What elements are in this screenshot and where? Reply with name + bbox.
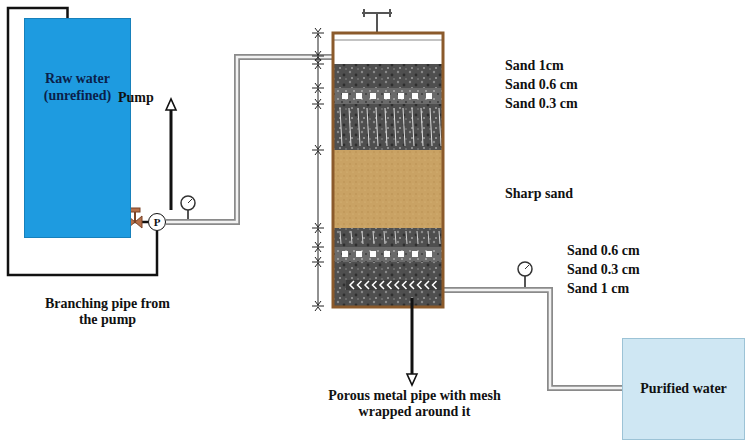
layer-label: Sand 1cm xyxy=(505,58,564,74)
raw-water-tank: Raw water (unrefined) xyxy=(24,18,131,238)
gauge-stem xyxy=(524,276,526,287)
medium-sand-layer xyxy=(334,88,442,104)
layer-label: Sand 0.6 cm xyxy=(505,77,578,93)
layer-label: Sand 0.6 cm xyxy=(567,243,640,259)
part-label: Pump xyxy=(118,90,154,106)
branching-pipe xyxy=(8,8,157,275)
fine-sand-layer xyxy=(334,247,442,262)
layer-label: Sharp sand xyxy=(505,186,573,202)
tank-label: Raw water (unrefined) xyxy=(38,71,118,105)
sharp-sand-layer xyxy=(334,150,442,228)
pump-symbol: P xyxy=(154,217,161,228)
gauge-needle xyxy=(188,199,192,203)
layer-markers xyxy=(342,93,432,257)
part-label: Branching pipe from the pump xyxy=(40,296,175,328)
filter-column xyxy=(333,33,443,307)
lid-plate xyxy=(334,40,442,41)
pressure-gauge xyxy=(181,196,195,210)
purified-water-tank: Purified water xyxy=(622,338,745,440)
gauge-stem xyxy=(187,210,189,219)
coarse-sand-layer xyxy=(334,262,442,306)
tank-label: Purified water xyxy=(640,381,727,398)
inlet-pipe xyxy=(166,57,334,222)
gauge-needle xyxy=(525,265,529,269)
coarse-sand-layer xyxy=(334,64,442,88)
headspace xyxy=(334,34,442,64)
dimension-lines xyxy=(312,28,324,311)
fine-sand-layer xyxy=(334,104,442,150)
outlet-pipe xyxy=(443,290,622,388)
outlet-pipe-inner xyxy=(443,290,622,388)
pump-arrow xyxy=(170,104,173,210)
inlet-pipe-inner xyxy=(166,57,334,222)
lid-handle xyxy=(362,9,392,33)
medium-sand-layer xyxy=(334,228,442,247)
layer-label: Sand 1 cm xyxy=(567,281,629,297)
porous-pipe xyxy=(346,280,442,290)
pointer-arrow xyxy=(411,298,414,380)
pressure-gauge xyxy=(518,262,532,276)
part-label: Porous metal pipe with mesh wrapped arou… xyxy=(302,388,527,420)
layer-markers xyxy=(340,108,441,244)
layer-label: Sand 0.3 cm xyxy=(567,262,640,278)
pump-circle: P xyxy=(148,213,166,231)
layer-label: Sand 0.3 cm xyxy=(505,96,578,112)
